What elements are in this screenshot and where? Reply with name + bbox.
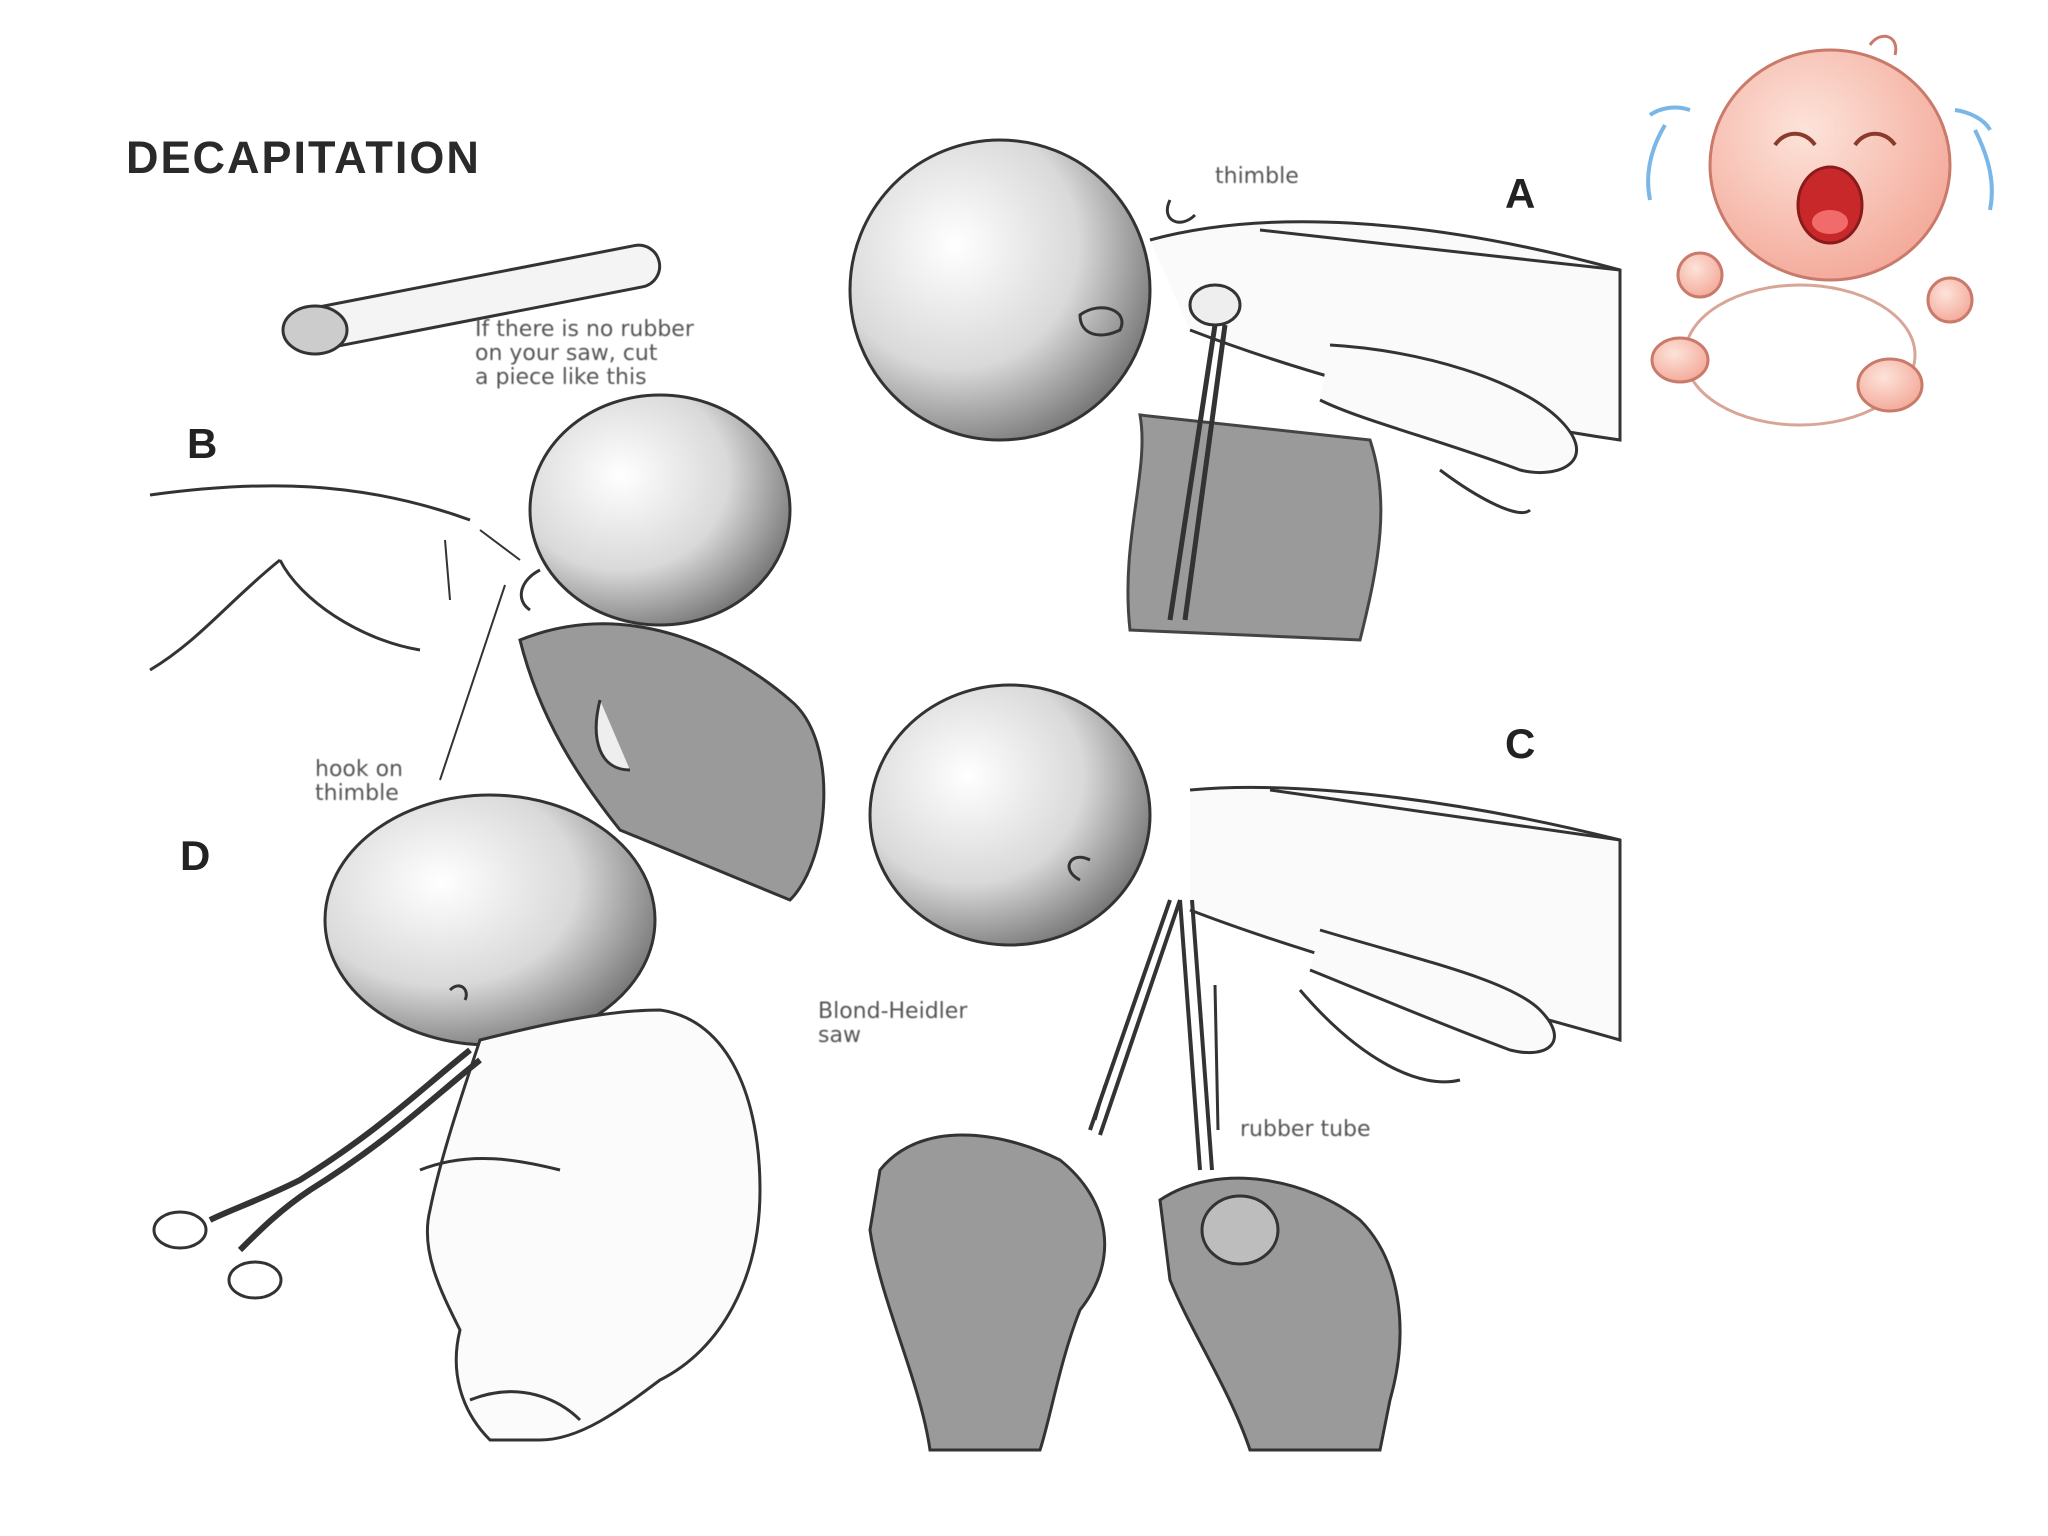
rubber-tube-label: rubber tube xyxy=(1240,1118,1371,1142)
tube-note: If there is no rubber on your saw, cut a… xyxy=(475,318,694,390)
crying-baby-icon xyxy=(1648,36,1992,425)
panel-a-letter: A xyxy=(1505,170,1535,218)
hook-label: hook on thimble xyxy=(315,758,403,806)
panel-b-letter: B xyxy=(187,420,217,468)
panel-c-drawing xyxy=(870,685,1620,1450)
saw-label-line-1: Blond-Heidler xyxy=(818,1000,967,1024)
tube-note-line-1: If there is no rubber xyxy=(475,318,694,342)
hook-label-line-2: thimble xyxy=(315,782,403,806)
panel-d-drawing xyxy=(154,795,760,1440)
saw-label-line-2: saw xyxy=(818,1024,967,1048)
page-title: DECAPITATION xyxy=(126,132,481,184)
saw-label: Blond-Heidler saw xyxy=(818,1000,967,1048)
thimble-label: thimble xyxy=(1215,165,1299,189)
tube-note-line-2: on your saw, cut xyxy=(475,342,694,366)
hook-label-line-1: hook on xyxy=(315,758,403,782)
tube-note-line-3: a piece like this xyxy=(475,366,694,390)
panel-d-letter: D xyxy=(180,832,210,880)
panel-c-letter: C xyxy=(1505,720,1535,768)
